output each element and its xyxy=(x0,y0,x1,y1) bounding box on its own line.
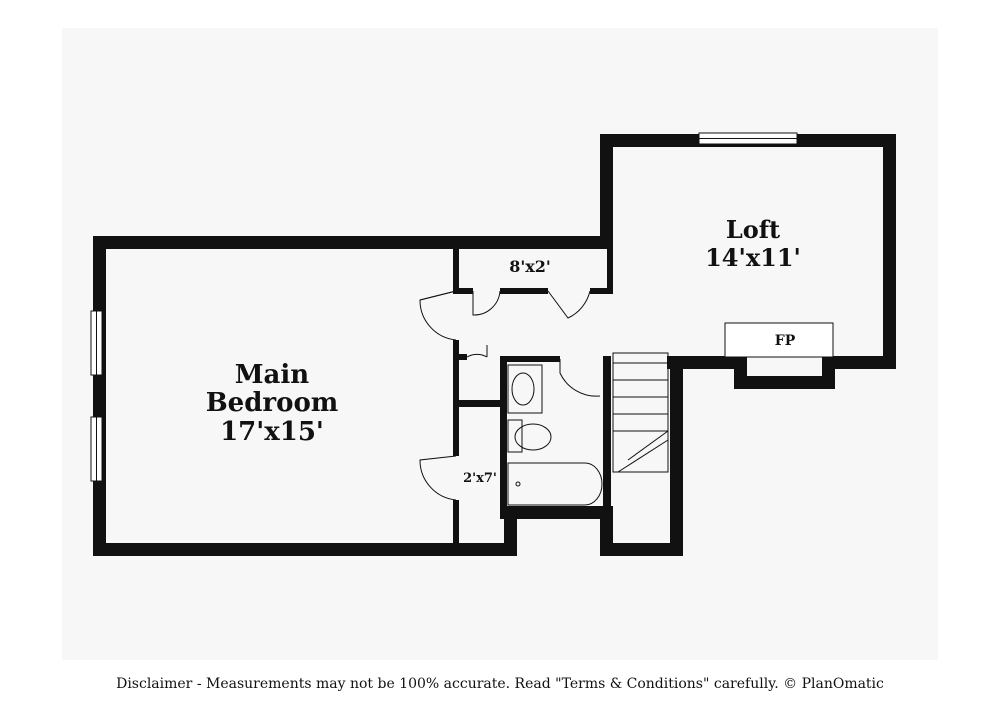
wall-closet-right xyxy=(607,249,613,294)
door-closet-right xyxy=(547,290,591,319)
wall-divider-bottom xyxy=(453,500,459,544)
outer-walls xyxy=(93,134,896,556)
wall-bath-bottom-left xyxy=(504,506,517,556)
wall-fp-bottom xyxy=(734,376,835,389)
label-loft-name: Loft xyxy=(726,215,780,244)
wall-bedroom-top xyxy=(93,236,613,249)
door-closet-left xyxy=(472,290,501,316)
label-fireplace: FP xyxy=(775,333,796,349)
wall-loft-right xyxy=(883,134,896,369)
vanity xyxy=(507,364,543,414)
label-bedroom-line2: Bedroom xyxy=(206,388,339,418)
sink xyxy=(511,372,535,406)
wall-closet-bottom-b xyxy=(500,288,548,294)
stair-outline xyxy=(612,352,669,473)
door-linen xyxy=(466,353,488,358)
wall-bottom-left xyxy=(93,543,517,556)
windows xyxy=(90,132,798,482)
door-bedroom xyxy=(419,290,457,341)
label-bedroom-line1: Main xyxy=(235,360,310,390)
wall-stair-bottom xyxy=(600,543,683,556)
wall-closet-bottom-a xyxy=(453,288,473,294)
label-closet-side-dims: 2'x7' xyxy=(463,471,497,486)
wall-loft-bottom-right xyxy=(822,356,896,369)
label-closet-top-dims: 8'x2' xyxy=(509,257,551,276)
wall-bedroom-left xyxy=(93,236,106,556)
doors xyxy=(419,290,601,501)
wall-bath-bottom xyxy=(504,506,613,519)
wall-divider-mid xyxy=(453,340,459,456)
door-bath xyxy=(559,359,601,397)
label-bedroom-dims: 17'x15' xyxy=(220,417,324,447)
tub-drain xyxy=(515,481,521,487)
fixtures xyxy=(507,322,834,506)
wall-loft-bottom-left xyxy=(667,356,747,369)
wall-loft-left-upper xyxy=(600,134,613,249)
wall-closet-bottom-c xyxy=(590,288,613,294)
wall-bath-right xyxy=(603,356,611,519)
wall-linen-top xyxy=(453,354,467,360)
wall-bath-left xyxy=(500,356,507,519)
stairs xyxy=(612,352,669,473)
interior-walls xyxy=(453,249,613,544)
toilet-bowl xyxy=(514,423,552,451)
door-side-closet xyxy=(419,455,457,501)
wall-stair-right xyxy=(670,356,683,556)
room-labels: Main Bedroom 17'x15' Loft 14'x11' 8'x2' … xyxy=(206,215,801,486)
bathtub xyxy=(507,462,603,506)
fireplace-box xyxy=(724,322,834,358)
wall-bath-top xyxy=(500,356,560,362)
wall-linen-bottom xyxy=(453,400,507,407)
toilet-tank xyxy=(507,419,523,453)
disclaimer-text: Disclaimer - Measurements may not be 100… xyxy=(116,676,884,692)
label-loft-dims: 14'x11' xyxy=(705,243,801,272)
wall-divider-top xyxy=(453,249,459,291)
